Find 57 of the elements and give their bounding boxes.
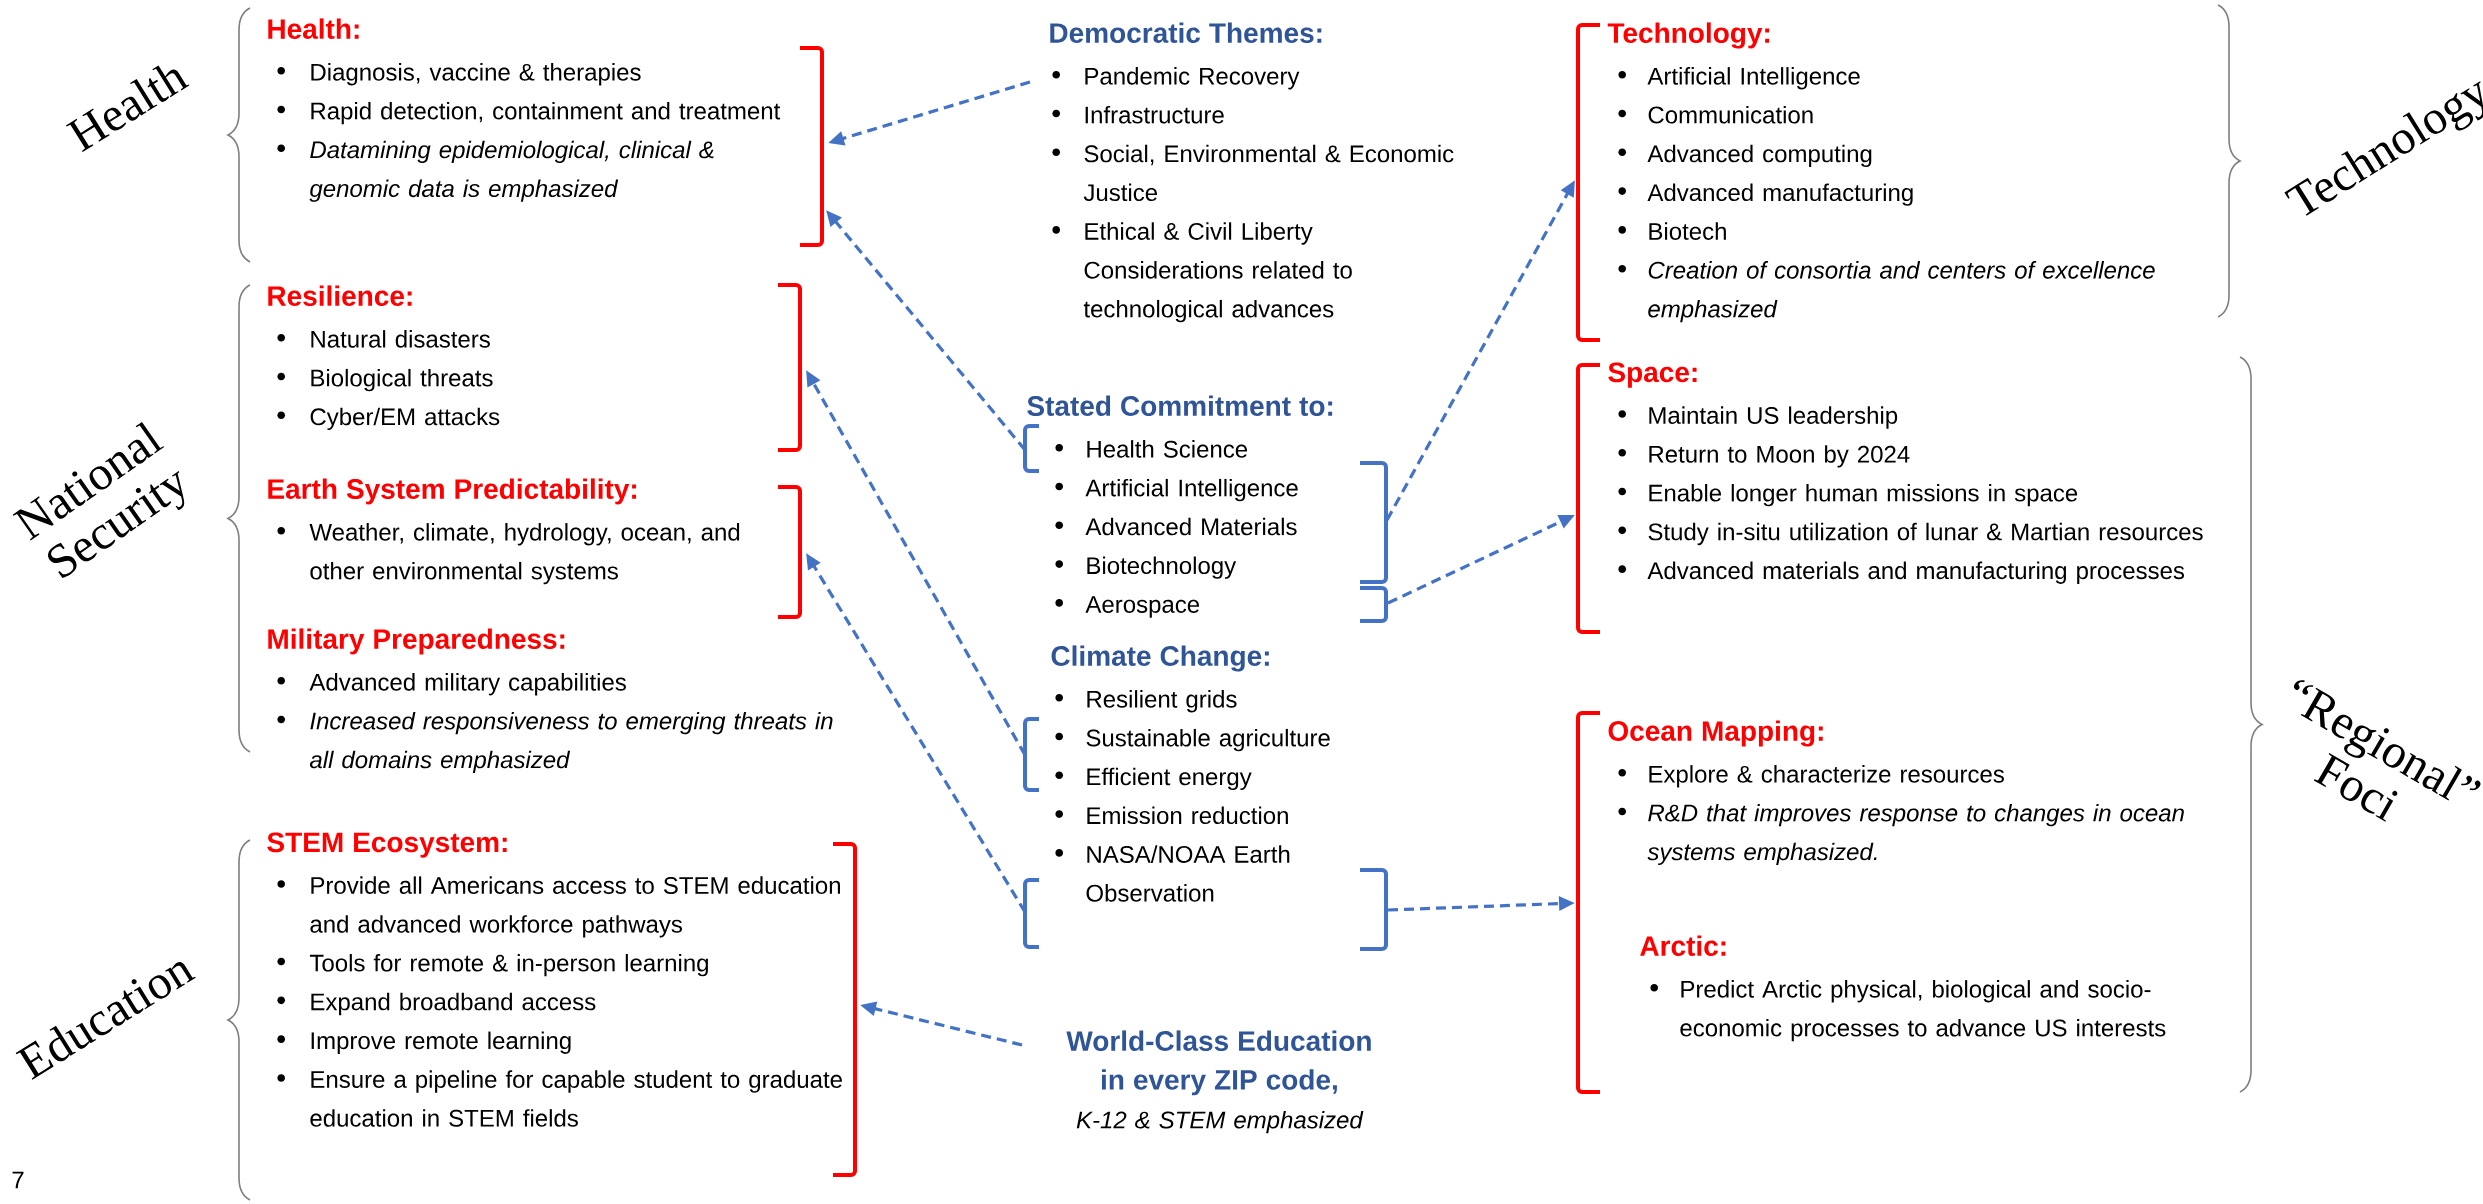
bullet-item: Artificial Intelligence: [1055, 478, 1298, 502]
heading: World-Class Education in every ZIP code,: [1066, 1030, 1371, 1096]
note: K-12 & STEM emphasized: [1076, 1110, 1364, 1134]
section-heading: Health:: [268, 18, 359, 39]
bullet-item: Advanced manufacturing: [1618, 183, 1913, 206]
bullet-item: Social, Environmental & Economic Justice: [1052, 144, 1454, 202]
bullet-item: Advanced Materials: [1055, 517, 1297, 536]
bullet-item: R&D that improves response to changes in ocean systems emphasized.: [1618, 803, 2184, 866]
bullet-item: Return to Moon by 2024: [1618, 445, 1910, 468]
page-number: 7: [12, 1171, 24, 1189]
bullet-item: Creation of consortia and centers of excellence emphasized: [1618, 261, 2155, 323]
section-heading: Technology:: [1607, 22, 1770, 49]
bullet-item: Enable longer human missions in space: [1618, 483, 2078, 507]
bullet-item: Weather, climate, hydrology, ocean, and other environmental systems: [277, 523, 740, 585]
bullet-item: Emission reduction: [1055, 806, 1288, 825]
bullet-item: Increased responsiveness to emerging threats in all domains emphasized: [277, 711, 833, 774]
bullet-item: Communication: [1618, 105, 1813, 124]
bullet-item: Cyber/EM attacks: [277, 407, 500, 431]
bullet-item: Biotech: [1618, 222, 1726, 240]
bullet-item: Maintain US leadership: [1618, 406, 1898, 429]
bullet-item: Tools for remote & in-person learning: [277, 953, 708, 977]
bullet-item: Improve remote learning: [277, 1031, 571, 1054]
bullet-item: Diagnosis, vaccine & therapies: [277, 63, 641, 86]
bullet-item: Biotechnology: [1055, 556, 1237, 579]
bullet-item: Advanced military capabilities: [277, 673, 626, 696]
bullet-item: Expand broadband access: [277, 992, 596, 1016]
bullet-item: Aerospace: [1055, 596, 1200, 618]
section-heading: Ocean Mapping:: [1608, 720, 1823, 747]
section-heading: Military Preparedness:: [268, 628, 565, 655]
bullet-item: Advanced computing: [1618, 144, 1872, 168]
section-heading: STEM Ecosystem:: [267, 832, 507, 858]
section-heading: Space:: [1608, 362, 1697, 388]
bullet-item: Pandemic Recovery: [1052, 67, 1300, 90]
bullet-item: NASA/NOAA Earth Observation: [1055, 845, 1290, 902]
bullet-item: Biological threats: [277, 368, 493, 392]
section-heading: Stated Commitment to:: [1027, 395, 1333, 416]
bullet-item: Infrastructure: [1052, 105, 1224, 124]
bullet-item: Ethical & Civil Liberty Considerations related to technological advances: [1052, 222, 1352, 323]
bullet-item: Health Science: [1055, 440, 1248, 458]
bullet-item: Predict Arctic physical, biological and socio-economic processes to advance US interests: [1650, 980, 2166, 1042]
section-heading: Arctic:: [1640, 935, 1726, 956]
section-heading: Climate Change:: [1051, 645, 1269, 672]
section-heading: Resilience:: [268, 285, 412, 306]
bullet-item: Resilient grids: [1055, 690, 1237, 713]
bullet-item: Artificial Intelligence: [1618, 67, 1860, 90]
bullet-item: Provide all Americans access to STEM education and advanced workforce pathways: [277, 876, 840, 938]
bullet-item: Sustainable agriculture: [1055, 728, 1330, 752]
bullet-item: Natural disasters: [277, 330, 490, 348]
section-heading: Democratic Themes:: [1050, 22, 1322, 43]
bullet-item: Datamining epidemiological, clinical & genomic data is emphasized: [277, 140, 714, 202]
bullet-item: Ensure a pipeline for capable student to graduate education in STEM fields: [277, 1070, 842, 1127]
section-heading: Earth System Predictability:: [268, 478, 636, 505]
bullet-item: Study in-situ utilization of lunar & Martian resources: [1618, 522, 2203, 546]
bullet-item: Advanced materials and manufacturing processes: [1618, 561, 2185, 584]
bullet-item: Efficient energy: [1055, 767, 1252, 791]
bullet-item: Rapid detection, containment and treatment: [277, 101, 781, 125]
bullet-item: Explore & characterize resources: [1618, 765, 2004, 788]
